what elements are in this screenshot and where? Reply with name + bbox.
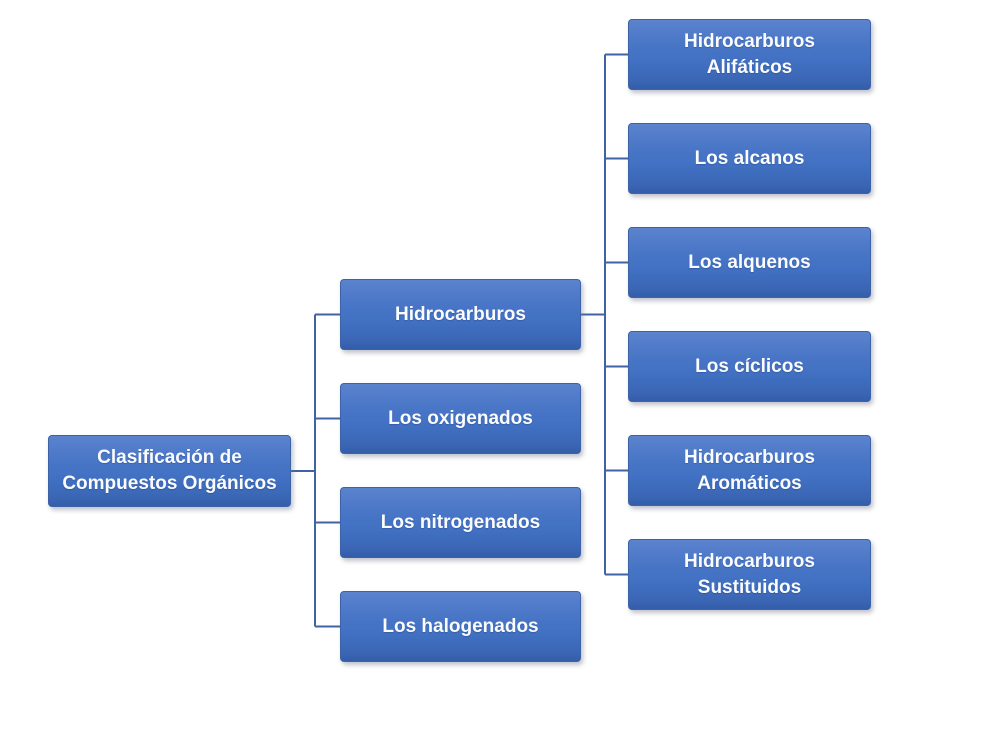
connector-path (291, 53, 628, 628)
node-los-ciclicos[interactable]: Los cíclicos (628, 331, 871, 402)
node-los-halogenados[interactable]: Los halogenados (340, 591, 581, 662)
node-hidrocarburos-sustituidos-label: Hidrocarburos Sustituidos (684, 550, 815, 598)
node-los-alcanos-label: Los alcanos (694, 147, 805, 169)
node-los-alquenos[interactable]: Los alquenos (628, 227, 871, 298)
node-los-ciclicos-label: Los cíclicos (695, 355, 804, 377)
node-los-nitrogenados[interactable]: Los nitrogenados (340, 487, 581, 558)
node-los-nitrogenados-label: Los nitrogenados (380, 511, 541, 533)
node-los-alcanos[interactable]: Los alcanos (628, 123, 871, 194)
node-hidrocarburos[interactable]: Hidrocarburos (340, 279, 581, 350)
node-hidrocarburos-alifaticos-label: Hidrocarburos Alifáticos (684, 30, 815, 78)
node-los-oxigenados[interactable]: Los oxigenados (340, 383, 581, 454)
node-root[interactable]: Clasificación de Compuestos Orgánicos (48, 435, 291, 507)
node-hidrocarburos-sustituidos[interactable]: Hidrocarburos Sustituidos (628, 539, 871, 610)
node-hidrocarburos-label: Hidrocarburos (395, 303, 526, 325)
node-los-oxigenados-label: Los oxigenados (388, 407, 533, 429)
node-hidrocarburos-aromaticos[interactable]: Hidrocarburos Aromáticos (628, 435, 871, 506)
node-hidrocarburos-alifaticos[interactable]: Hidrocarburos Alifáticos (628, 19, 871, 90)
node-los-halogenados-label: Los halogenados (382, 615, 539, 637)
node-los-alquenos-label: Los alquenos (688, 251, 811, 273)
node-root-label: Clasificación de Compuestos Orgánicos (62, 447, 277, 494)
node-hidrocarburos-aromaticos-label: Hidrocarburos Aromáticos (684, 446, 815, 494)
